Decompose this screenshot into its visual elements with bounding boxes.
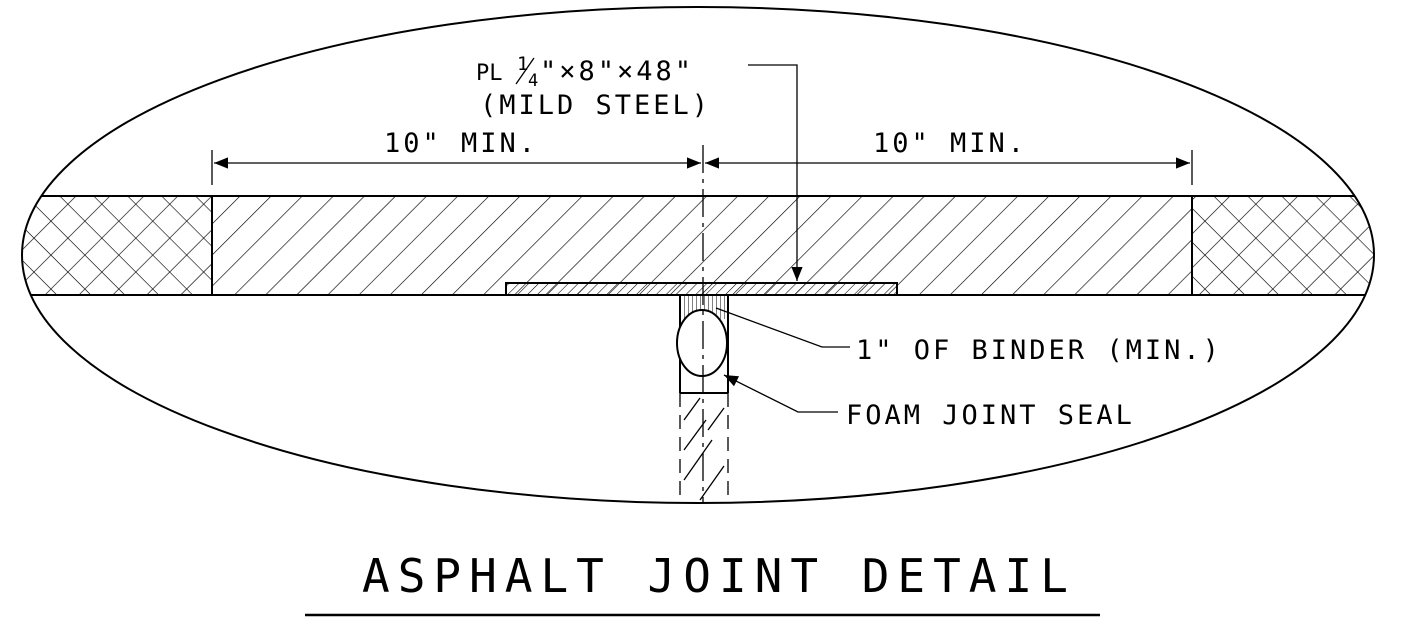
binder-leader [715,307,850,348]
binder-label: 1" OF BINDER (MIN.) [856,335,1222,366]
plate-label: PL 1 4 "×8"×48" (MILD STEEL) [476,53,711,121]
steel-plate [505,282,898,296]
existing-pavement-right [1192,196,1374,295]
plate-fraction-denominator: 4 [528,71,538,91]
existing-pavement-left [22,196,212,295]
detail-title: ASPHALT JOINT DETAIL [362,549,1076,603]
dimension-left-label: 10" MIN. [384,128,538,159]
plate-leader [748,64,803,281]
plate-material: (MILD STEEL) [480,90,711,121]
asphalt-layer [212,196,1192,295]
dimension-right-label: 10" MIN. [873,128,1027,159]
seal-label: FOAM JOINT SEAL [846,400,1135,431]
dimension-left [211,150,701,185]
seal-leader [723,374,838,413]
dimension-right [705,150,1193,185]
plate-symbol: PL [476,61,503,86]
plate-fraction-numerator: 1 [517,53,528,75]
plate-dimensions: "×8"×48" [540,56,694,87]
foam-joint-seal [676,309,728,377]
